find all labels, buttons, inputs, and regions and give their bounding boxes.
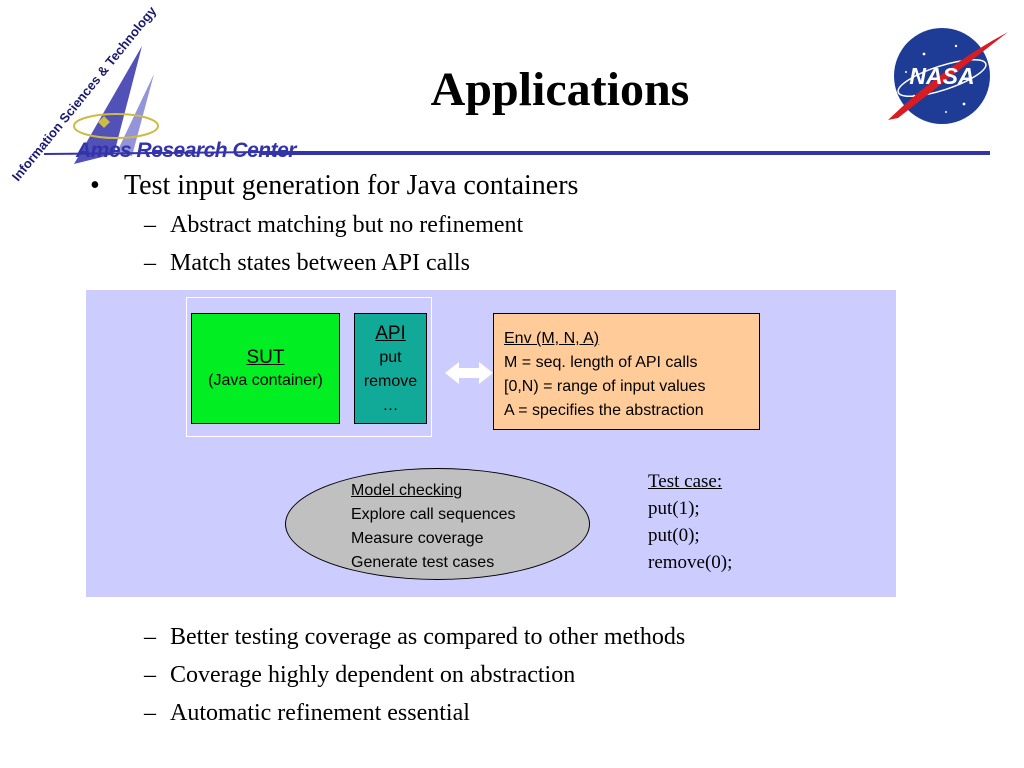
test-case-text: Test case: put(1); put(0); remove(0); [648,468,732,576]
sub-bullet-text: Abstract matching but no refinement [170,212,524,238]
sub-bullet-text: Coverage highly dependent on abstraction [170,662,576,688]
env-title: Env (M, N, A) [504,330,600,347]
ames-logo-graphic: Information Sciences & Technology [9,3,265,184]
model-checking-line: Generate test cases [351,554,495,571]
env-box: Env (M, N, A) M = seq. length of API cal… [493,313,760,430]
api-item: … [382,397,399,414]
api-title: API [375,323,406,344]
model-checking-line: Measure coverage [351,530,484,547]
test-case-line: put(0); [648,525,700,546]
ames-org-name: Ames Research Center [76,139,296,162]
sut-subtitle: (Java container) [208,372,323,389]
sub-bullet-text: Automatic refinement essential [170,700,470,726]
nasa-wordmark: NASA [909,63,975,89]
model-checking-text: Model checking Explore call sequences Me… [351,479,516,575]
nasa-meatball-icon [888,28,1008,124]
api-item: remove [363,373,418,390]
env-line: M = seq. length of API calls [504,354,698,371]
model-checking-line: Explore call sequences [351,506,516,523]
sub-bullet-text: Better testing coverage as compared to o… [170,624,686,650]
env-line: [0,N) = range of input values [504,378,706,395]
header-rule [262,151,990,155]
sub-bullet-text: Match states between API calls [170,250,470,276]
sub-bullet: –Coverage highly dependent on abstractio… [144,662,576,688]
bullet-dot: • [90,170,100,201]
env-line: A = specifies the abstraction [504,402,704,419]
sub-bullet: –Better testing coverage as compared to … [144,624,686,650]
sut-box: SUT (Java container) [191,313,340,424]
slide-title: Applications [430,63,690,116]
ames-logo: Information Sciences & Technology Ames R… [4,3,297,188]
test-case-line: remove(0); [648,552,733,573]
model-checking-ellipse [285,468,590,580]
model-checking-title: Model checking [351,482,463,499]
sut-title: SUT [246,347,285,368]
api-box: API put remove … [354,313,427,424]
test-case-title: Test case: [648,471,723,492]
test-case-line: put(1); [648,498,700,519]
sut-api-group-frame [186,297,432,437]
main-bullet: • Test input generation for Java containe… [90,170,578,202]
main-bullet-text: Test input generation for Java container… [124,170,579,201]
nasa-logo: NASA [884,26,1012,126]
sub-bullet: –Match states between API calls [144,250,470,276]
sub-bullet: –Abstract matching but no refinement [144,212,524,238]
double-arrow-icon [443,360,495,391]
api-item: put [379,349,402,366]
sub-bullet: –Automatic refinement essential [144,700,470,726]
